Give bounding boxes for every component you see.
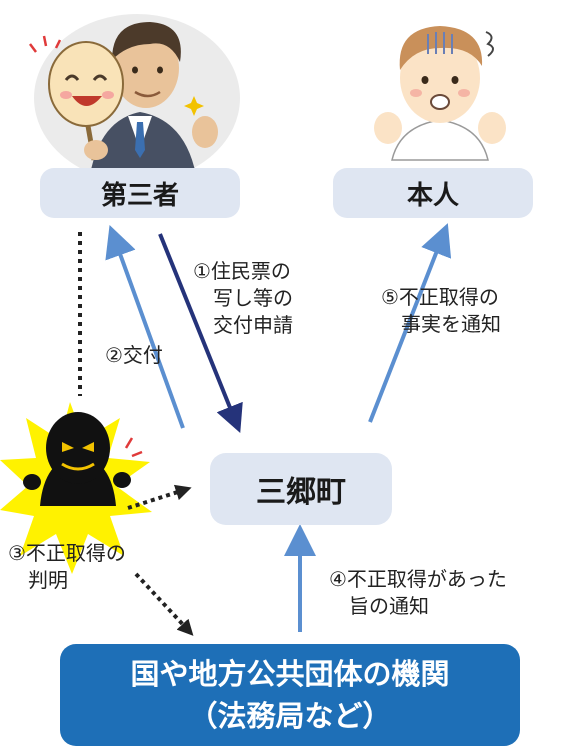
step5-label: ⑤不正取得の 事実を通知 bbox=[381, 285, 501, 336]
third-party-box: 第三者 bbox=[40, 168, 240, 218]
fraudster-illustration bbox=[0, 402, 152, 574]
step4-label: ④不正取得があった 旨の通知 bbox=[329, 567, 507, 618]
arrow-step2 bbox=[105, 224, 185, 429]
third-party-illustration bbox=[29, 14, 240, 182]
arrow-step1 bbox=[158, 233, 243, 433]
town-box: 三郷町 bbox=[210, 453, 392, 525]
arrow-villain-town bbox=[127, 484, 192, 510]
agency-name: 国や地方公共団体の機関 bbox=[130, 657, 450, 691]
arrow-step5 bbox=[368, 223, 452, 423]
person-box: 本人 bbox=[333, 168, 533, 218]
agency-box: 国や地方公共団体の機関 （法務局など） bbox=[60, 644, 520, 746]
step1-label: ①住民票の 写し等の 交付申請 bbox=[193, 259, 293, 337]
step2-label: ②交付 bbox=[105, 343, 163, 367]
agency-example: （法務局など） bbox=[188, 699, 392, 733]
person-illustration bbox=[374, 26, 506, 161]
arrow-villain-agency bbox=[134, 572, 194, 636]
step3-label: ③不正取得の 判明 bbox=[8, 541, 126, 592]
